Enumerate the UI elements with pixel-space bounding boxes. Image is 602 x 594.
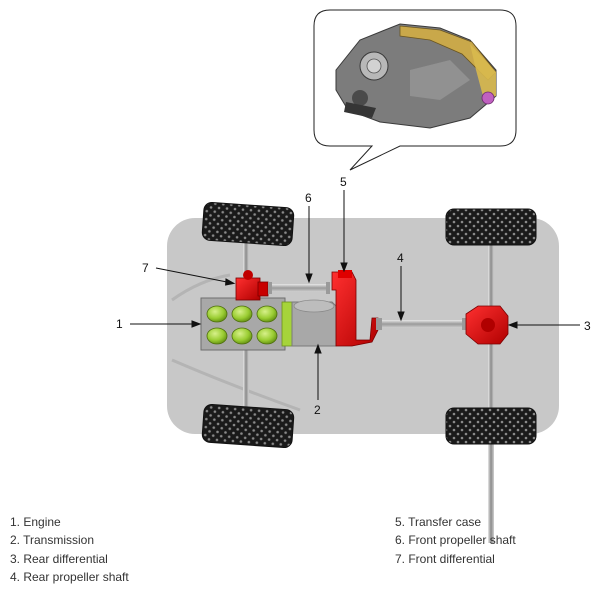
tire-rear-left [445, 208, 537, 246]
rear-differential [465, 305, 509, 345]
callout-4: 4 [397, 251, 404, 265]
legend-item: 7. Front differential [395, 551, 495, 566]
legend-item: 3. Rear differential [10, 551, 108, 566]
callout-1: 1 [116, 317, 123, 331]
rear-axle [488, 243, 494, 543]
chassis [167, 218, 559, 434]
callout-3: 3 [584, 319, 591, 333]
tire-front-right [201, 403, 295, 449]
callout-5: 5 [340, 175, 347, 189]
legend-left: 1. Engine 2. Transmission 3. Rear differ… [10, 513, 129, 586]
legend-item: 2. Transmission [10, 533, 95, 548]
tire-rear-right [445, 407, 537, 445]
front-propeller-shaft [268, 282, 330, 294]
callout-2: 2 [314, 403, 321, 417]
tire-front-left [201, 201, 295, 247]
rear-propeller-shaft [376, 318, 468, 330]
legend-item: 4. Rear propeller shaft [10, 569, 129, 584]
engine [200, 297, 293, 351]
callout-6: 6 [305, 191, 312, 205]
transmission [291, 299, 337, 347]
legend-item: 6. Front propeller shaft [395, 533, 516, 548]
transfer-case-render [335, 23, 497, 129]
leader-lines [130, 190, 580, 400]
legend-item: 1. Engine [10, 515, 61, 529]
front-axle [243, 240, 249, 407]
legend-item: 5. Transfer case [395, 515, 482, 529]
callout-7: 7 [142, 261, 149, 275]
legend-right: 5. Transfer case 6. Front propeller shaf… [395, 513, 516, 568]
